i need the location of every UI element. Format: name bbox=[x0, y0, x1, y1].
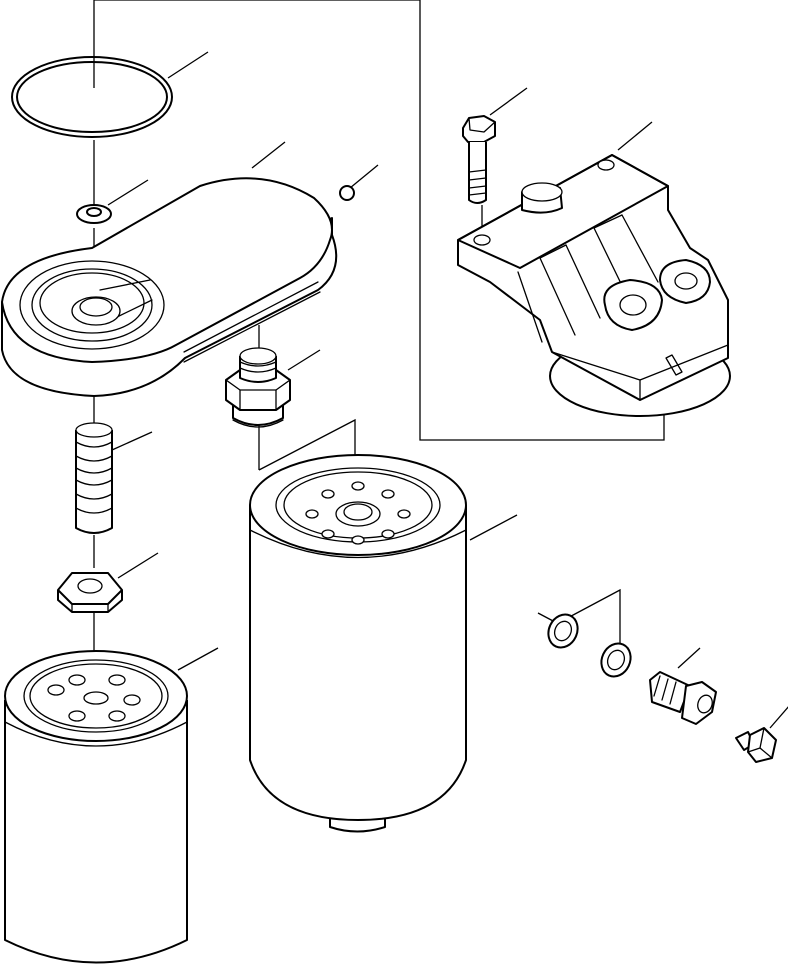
leader-lines bbox=[107, 51, 788, 729]
o-ring-large bbox=[11, 56, 173, 138]
seal-washer bbox=[76, 204, 112, 224]
threaded-stud bbox=[75, 422, 113, 534]
filter-cartridge-right bbox=[249, 454, 467, 833]
filter-cartridge-left bbox=[4, 650, 188, 964]
hex-nut bbox=[57, 572, 123, 613]
filter-head-cover bbox=[1, 177, 338, 397]
drain-plug bbox=[735, 727, 777, 763]
union-fitting bbox=[649, 671, 717, 725]
washer-2 bbox=[600, 642, 632, 678]
mounting-bracket bbox=[457, 154, 731, 417]
small-ball bbox=[339, 185, 355, 201]
adapter-nipple bbox=[225, 347, 291, 428]
washer-1 bbox=[547, 613, 579, 649]
bolt bbox=[462, 115, 496, 204]
